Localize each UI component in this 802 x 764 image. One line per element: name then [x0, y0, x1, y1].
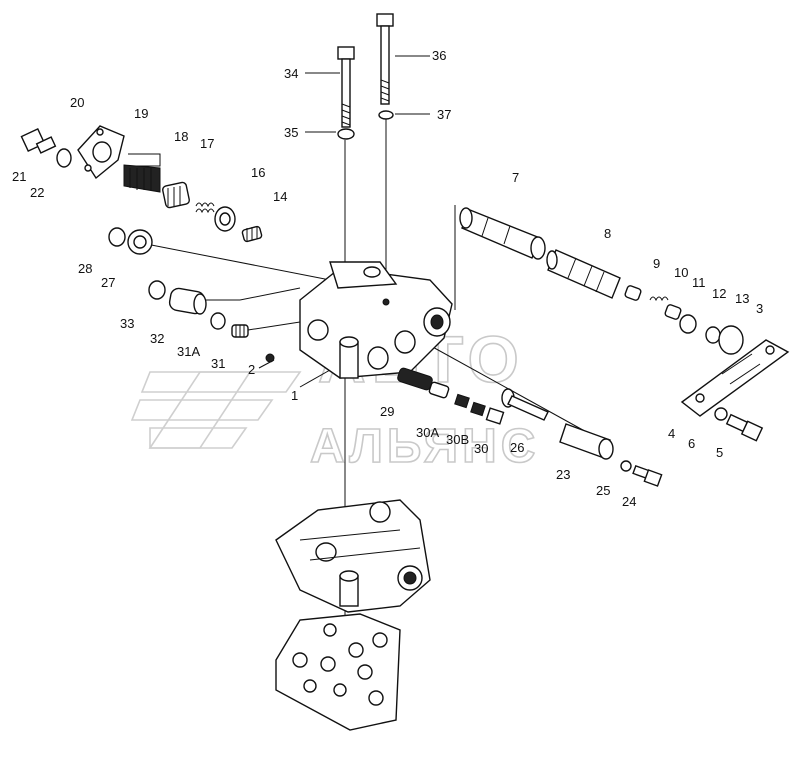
- bolt-24: [632, 464, 663, 487]
- spring-31: [231, 324, 249, 338]
- callout-31: 31: [211, 356, 225, 371]
- plug-23: [559, 423, 614, 460]
- callout-5: 5: [716, 445, 723, 460]
- washer-6: [714, 407, 728, 421]
- callout-30: 30: [474, 441, 488, 456]
- callout-19: 19: [134, 106, 148, 121]
- callout-2: 2: [248, 362, 255, 377]
- callout-11: 11: [692, 275, 706, 290]
- callout-4: 4: [668, 426, 675, 441]
- callout-13: 13: [735, 291, 749, 306]
- spring-19: [123, 153, 161, 193]
- callout-29: 29: [380, 404, 394, 419]
- spring-9: [624, 285, 642, 301]
- callout-6: 6: [688, 436, 695, 451]
- callout-22: 22: [30, 185, 44, 200]
- callout-18: 18: [174, 129, 188, 144]
- washer-37: [378, 110, 394, 120]
- spring-30b: [470, 401, 486, 417]
- spring-30: [485, 407, 505, 425]
- callout-25: 25: [596, 483, 610, 498]
- bolt-21: [20, 128, 57, 154]
- spring-14: [241, 225, 263, 243]
- callout-3: 3: [756, 301, 763, 316]
- spring-17: [195, 202, 215, 214]
- washer-33: [148, 280, 166, 300]
- bolt-5: [725, 413, 764, 442]
- valve-body-assembly: [275, 499, 431, 613]
- watermark-emblem: [130, 371, 302, 449]
- callout-14: 14: [273, 189, 287, 204]
- valve-body-1: [299, 261, 453, 379]
- watermark-line2: АЛЬЯНС: [310, 420, 539, 473]
- callout-12: 12: [712, 286, 726, 301]
- callout-17: 17: [200, 136, 214, 151]
- callout-8: 8: [604, 226, 611, 241]
- washer-28: [108, 227, 126, 247]
- callout-7: 7: [512, 170, 519, 185]
- callout-35: 35: [284, 125, 298, 140]
- callout-26: 26: [510, 440, 524, 455]
- washer-13: [705, 326, 721, 344]
- valve-7: [459, 207, 546, 260]
- valve-26: [501, 388, 549, 421]
- callout-21: 21: [12, 169, 26, 184]
- callout-16: 16: [251, 165, 265, 180]
- callout-23: 23: [556, 467, 570, 482]
- callout-37: 37: [437, 107, 451, 122]
- callout-30a: 30A: [416, 425, 439, 440]
- callout-9: 9: [653, 256, 660, 271]
- o-ring-3: [718, 325, 744, 355]
- valve-8: [546, 249, 621, 299]
- spring-10: [649, 296, 669, 302]
- cover-20: [77, 125, 125, 180]
- plug-12: [679, 314, 697, 334]
- callout-30b: 30B: [446, 432, 469, 447]
- spring-11: [664, 304, 682, 320]
- pin-2: [265, 353, 275, 363]
- cover-4: [680, 339, 790, 417]
- callout-32: 32: [150, 331, 164, 346]
- valve-32: [168, 287, 207, 315]
- spring-30a: [454, 393, 470, 409]
- callout-1: 1: [291, 388, 298, 403]
- callout-24: 24: [622, 494, 636, 509]
- callout-20: 20: [70, 95, 84, 110]
- washer-22: [56, 148, 72, 168]
- callout-31a: 31A: [177, 344, 200, 359]
- washer-31a: [210, 312, 226, 330]
- callout-33: 33: [120, 316, 134, 331]
- callout-34: 34: [284, 66, 298, 81]
- callout-36: 36: [432, 48, 446, 63]
- plug-27: [127, 229, 153, 255]
- bolt-34: [337, 46, 355, 128]
- washer-25: [620, 460, 632, 472]
- separator-plate: [275, 613, 401, 731]
- callout-28: 28: [78, 261, 92, 276]
- callout-10: 10: [674, 265, 688, 280]
- valve-29: [397, 367, 450, 399]
- callout-27: 27: [101, 275, 115, 290]
- washer-35: [337, 128, 355, 140]
- bolt-36: [376, 13, 394, 105]
- valve-18: [162, 181, 190, 209]
- inner-seal-16: [219, 212, 231, 226]
